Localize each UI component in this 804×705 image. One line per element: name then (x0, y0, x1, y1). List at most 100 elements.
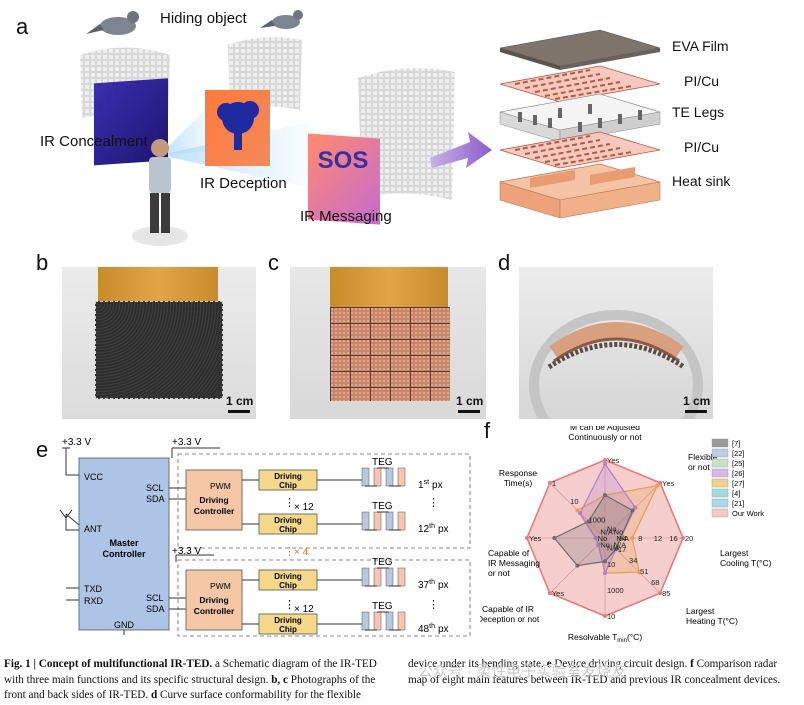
circuit-diagram: +3.3 V +3.3 V +3.3 V VCC ANT TXD RXD GND… (59, 437, 471, 637)
caption-text: Device driving circuit design. (551, 658, 688, 670)
pin-vcc: VCC (84, 472, 104, 482)
driving-controller-label: Driving (199, 595, 228, 605)
radar-point (603, 614, 607, 618)
layer-te-legs (499, 93, 661, 143)
legend-label: [4] (732, 489, 740, 498)
photo-front: 1 cm (62, 267, 256, 419)
radar-tick-label: Yes (552, 589, 564, 598)
caption-bold: e (543, 658, 552, 670)
legend-swatch (711, 468, 729, 478)
teg-label: TEG (372, 557, 393, 568)
radar-tick-label: 85 (662, 589, 670, 598)
radar-spoke (604, 537, 661, 594)
radar-tick-label: Yes (529, 534, 541, 543)
radar-tick-label: 1000 (589, 516, 606, 525)
watermark: 公众号 · 柔性电子实验室发烧友 (418, 663, 627, 680)
radar-point (586, 519, 591, 524)
radar-point (593, 536, 598, 540)
pin-scl: SCL (146, 593, 164, 603)
radar-tick-label: No (600, 541, 610, 550)
radar-point (596, 542, 601, 547)
driving-chip-label: Chip (279, 525, 297, 534)
driving-chip-label: Chip (279, 581, 297, 590)
vcc-rail-label: +3.3 V (62, 437, 92, 448)
radar-tick-label: 51 (640, 567, 648, 576)
panel-label-f: f (484, 418, 491, 443)
radar-tick-label: 16 (669, 534, 677, 543)
caption-text: device under its bending state. (408, 658, 544, 670)
radar-tick-label: Yes (662, 479, 674, 488)
radar-point (547, 591, 552, 596)
driving-controller-label: Controller (194, 506, 235, 516)
radar-point (618, 536, 623, 540)
radar-point (525, 536, 529, 540)
vcc-rail-label: +3.3 V (172, 546, 202, 557)
radar-tick-label: 10 (607, 612, 615, 621)
grid-panel-right (358, 68, 455, 201)
radar-tick-label: 1 (552, 479, 556, 488)
panel-label-c: c (268, 250, 279, 275)
radar-point (547, 480, 552, 485)
legend-label: [26] (732, 469, 745, 478)
radar-point (630, 536, 635, 540)
radar-axis-title: Heating T(°C) (686, 616, 738, 626)
panel-label-b: b (36, 250, 49, 275)
vertical-dots: ⋮ (284, 497, 295, 509)
driving-controller-label: Controller (194, 606, 235, 616)
layer-pi-cu-top (499, 65, 661, 103)
radar-point (603, 458, 607, 462)
pigeon-icon (260, 10, 303, 29)
caption-text: map of eight main features between IR-TE… (408, 673, 781, 686)
teg-label: TEG (372, 457, 393, 468)
driving-controller-top (185, 469, 243, 531)
flex-cable (330, 267, 448, 307)
vcc-rail-label: +3.3 V (172, 437, 202, 448)
radar-tick-label: No (598, 534, 608, 543)
radar-tick-label: 4 (623, 534, 627, 543)
multiplier-x12: × 12 (294, 502, 314, 513)
caption-lead: Fig. 1 | Concept of multifunctional IR-T… (4, 658, 213, 670)
scale-label: 1 cm (683, 394, 711, 408)
ir-concealment-label: IR Concealment (40, 133, 148, 150)
driving-controller-label: Driving (199, 495, 228, 505)
caption-text: Curve surface conformability for the fle… (157, 689, 361, 701)
hiding-object-label: Hiding object (160, 10, 247, 27)
master-title: Master (109, 538, 139, 548)
radar-tick-label: 20 (685, 534, 693, 543)
radar-point (658, 480, 663, 485)
legend-swatch (711, 458, 729, 468)
radar-tick-label: N/A (616, 534, 629, 543)
legend-label: Our Work (732, 509, 764, 518)
vertical-dots: ⋮ (284, 546, 295, 558)
radar-axis-title: IR Messaging (488, 558, 540, 568)
panel-a-illustration: SOS (80, 10, 661, 246)
radar-tick-label: 8 (638, 534, 642, 543)
caption-bold: b, c (268, 673, 288, 686)
radar-tick-label: No (607, 525, 617, 534)
observer-figure (132, 139, 188, 246)
scale-bar (458, 410, 480, 413)
photo-bent: 1 cm (519, 267, 713, 419)
caption-text: with three main functions and its specif… (4, 673, 269, 686)
radar-point (578, 511, 583, 516)
bent-device-drawing (529, 310, 703, 419)
radar-point (552, 536, 557, 540)
driving-controller-bottom (185, 569, 243, 631)
radar-axis-title: Deception or not (480, 614, 540, 624)
driving-chip-label: Driving (274, 616, 302, 625)
sos-text: SOS (318, 147, 369, 174)
radar-axis-title: Capable of IR (482, 604, 534, 614)
radar-point (603, 571, 607, 576)
vertical-dots: ⋮ (428, 599, 439, 611)
vertical-dots: ⋮ (284, 599, 295, 611)
radar-point (655, 483, 660, 488)
legend-label: [22] (732, 449, 745, 458)
antenna-icon (59, 509, 80, 531)
radar-point (603, 559, 607, 564)
driving-chip-label: Driving (274, 572, 302, 581)
radar-tick-label: 10 (570, 497, 578, 506)
